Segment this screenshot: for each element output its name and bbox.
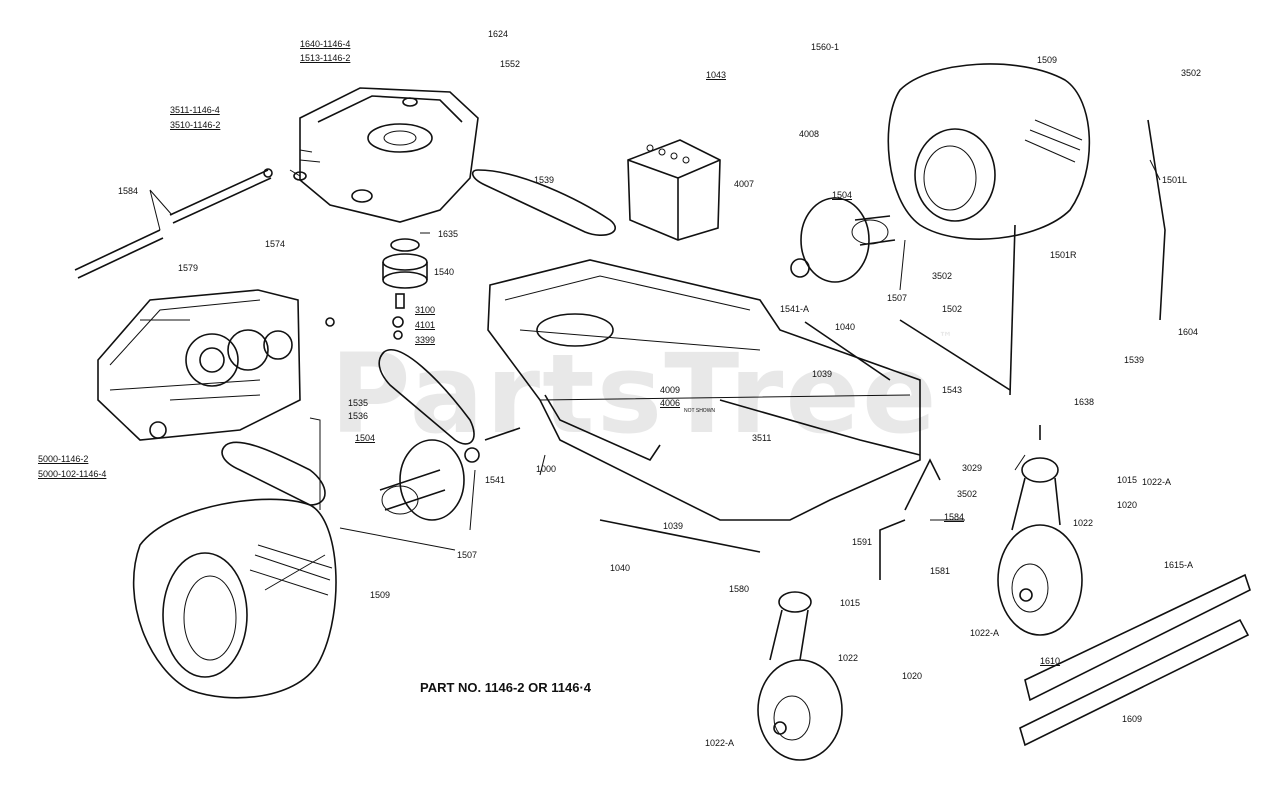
pulley-disc-right xyxy=(790,197,896,283)
callout-1541: 1541 xyxy=(485,475,506,485)
belts xyxy=(221,169,617,506)
callout-1581: 1581 xyxy=(930,566,951,576)
callout-1540: 1540 xyxy=(434,267,455,277)
callout-1513: 1513-1146-2 xyxy=(300,53,351,63)
callout-3502-top: 3502 xyxy=(1181,68,1202,78)
callout-4006: 4006 xyxy=(660,398,681,408)
callout-3510: 3510-1146-2 xyxy=(170,120,221,130)
spindle-left xyxy=(769,591,812,661)
callout-1541-a: 1541-A xyxy=(780,304,810,314)
callout-1579: 1579 xyxy=(178,263,199,273)
pulley-stack xyxy=(382,238,428,340)
callout-1635: 1635 xyxy=(438,229,459,239)
callout-1624: 1624 xyxy=(488,29,509,39)
callout-1040-low: 1040 xyxy=(610,563,631,573)
callout-4008: 4008 xyxy=(799,129,820,139)
callout-1535: 1535 xyxy=(348,398,369,408)
part-number-title: PART NO. 1146-2 OR 1146·4 xyxy=(420,680,592,695)
callout-1501l: 1501L xyxy=(1162,175,1188,185)
callout-3399: 3399 xyxy=(415,335,436,345)
engine xyxy=(289,87,479,223)
callout-1584: 1584 xyxy=(118,186,139,196)
callout-1504-left: 1504 xyxy=(355,433,376,443)
callout-4101: 4101 xyxy=(415,320,436,330)
callout-4009: 4009 xyxy=(660,385,681,395)
callout-1022-a-right: 1022-A xyxy=(1142,477,1172,487)
callout-1040-top: 1040 xyxy=(835,322,856,332)
callout-5000-2: 5000-102-1146-4 xyxy=(38,469,107,479)
callout-3100: 3100 xyxy=(415,305,436,315)
callout-1539-top: 1539 xyxy=(534,175,555,185)
callout-1591: 1591 xyxy=(852,537,873,547)
rear-tire-right xyxy=(887,63,1091,240)
callout-1536: 1536 xyxy=(348,411,369,421)
callout-1552: 1552 xyxy=(500,59,521,69)
callout-1638: 1638 xyxy=(1074,397,1095,407)
callout-1015-left: 1015 xyxy=(840,598,861,608)
callout-4007: 4007 xyxy=(734,179,755,189)
callout-1609: 1609 xyxy=(1122,714,1143,724)
partstree-watermark: PartsTree™ xyxy=(330,330,955,458)
callout-1022-a-mid: 1022-A xyxy=(970,628,1000,638)
callout-4006-note: NOT SHOWN xyxy=(684,408,716,414)
callout-1543: 1543 xyxy=(942,385,963,395)
transmission xyxy=(97,289,335,441)
callout-1509-left: 1509 xyxy=(370,590,391,600)
callout-1584-low: 1584 xyxy=(944,512,965,522)
leader-lines xyxy=(149,159,1161,551)
callout-1039-low: 1039 xyxy=(663,521,684,531)
callout-1509-top: 1509 xyxy=(1037,55,1058,65)
rear-tire-left xyxy=(132,498,337,699)
callout-1502: 1502 xyxy=(942,304,963,314)
spindle-right xyxy=(1011,425,1061,531)
callout-3502-low: 3502 xyxy=(957,489,978,499)
callout-1574: 1574 xyxy=(265,239,286,249)
callout-1015-right: 1015 xyxy=(1117,475,1138,485)
callout-1039-top: 1039 xyxy=(812,369,833,379)
callout-1020-right: 1020 xyxy=(1117,500,1138,510)
callout-1580: 1580 xyxy=(729,584,750,594)
battery xyxy=(627,139,721,241)
axle-bar-1584 xyxy=(74,168,273,279)
callout-1615-a: 1615-A xyxy=(1164,560,1194,570)
callout-3029: 3029 xyxy=(962,463,983,473)
front-wheel-right xyxy=(997,524,1083,636)
callout-1000: 1000 xyxy=(536,464,557,474)
callout-1022-right: 1022 xyxy=(1073,518,1094,528)
callout-1043: 1043 xyxy=(706,70,727,80)
front-axle-bars xyxy=(1019,573,1251,747)
callout-3511-frame: 3511 xyxy=(752,433,772,443)
callout-1504-right: 1504 xyxy=(832,190,853,200)
front-wheel-left xyxy=(757,659,843,761)
callout-1560: 1560-1 xyxy=(811,42,840,52)
rods xyxy=(484,119,1166,580)
callout-5000-1: 5000-1146-2 xyxy=(38,454,89,464)
callout-1507-right: 1507 xyxy=(887,293,908,303)
callout-1610: 1610 xyxy=(1040,656,1061,666)
callout-1604: 1604 xyxy=(1178,327,1199,337)
chassis-frame xyxy=(487,259,921,521)
callout-1539-right: 1539 xyxy=(1124,355,1145,365)
pulley-disc-left xyxy=(379,439,480,521)
callout-1020-left: 1020 xyxy=(902,671,923,681)
callout-1022-a-left: 1022-A xyxy=(705,738,735,748)
callout-3511: 3511-1146-4 xyxy=(170,105,220,115)
callout-1022-left: 1022 xyxy=(838,653,859,663)
callout-1640: 1640-1146-4 xyxy=(300,39,351,49)
callout-3502-mid: 3502 xyxy=(932,271,953,281)
callout-1501r: 1501R xyxy=(1050,250,1077,260)
callout-1507-left: 1507 xyxy=(457,550,478,560)
